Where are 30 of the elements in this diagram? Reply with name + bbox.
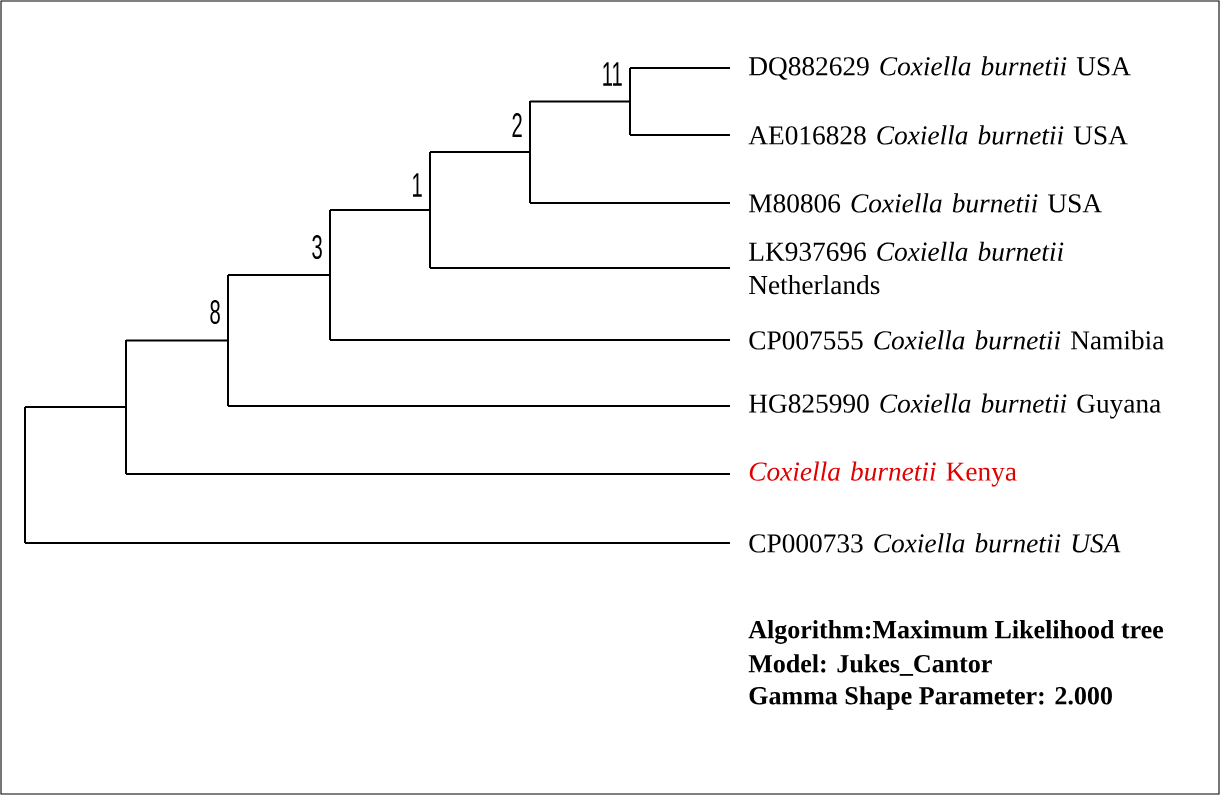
- leaf-label: DQ882629 Coxiella burnetii USA: [749, 56, 1131, 80]
- bootstrap-value: 11: [603, 62, 622, 86]
- bootstrap-value: 8: [210, 299, 220, 325]
- leaf-label: AE016828 Coxiella burnetii USA: [748, 125, 1128, 145]
- method-note: Algorithm:Maximum Likelihood tree: [748, 620, 1164, 644]
- branch-line: [329, 209, 431, 211]
- leaf-label: HG825990 Coxiella burnetii Guyana: [749, 393, 1161, 419]
- leaf-label: M80806 Coxiella burnetii USA: [749, 193, 1102, 213]
- branch-line: [429, 151, 531, 153]
- leaf-label: CP000733 Coxiella burnetii USA: [749, 533, 1121, 553]
- bootstrap-value: 1: [413, 173, 422, 197]
- branch-line: [429, 267, 731, 269]
- method-note: Model: Jukes_Cantor: [748, 654, 992, 676]
- branch-line: [125, 473, 731, 475]
- branch-line: [125, 339, 229, 342]
- branch-line: [227, 405, 731, 407]
- branch-line: [529, 202, 731, 204]
- branch-line: [227, 274, 331, 276]
- bootstrap-value: 2: [512, 113, 522, 137]
- branch-line: [529, 100, 631, 103]
- branch-line: [629, 67, 731, 69]
- branch-line: [629, 134, 731, 136]
- method-note: Gamma Shape Parameter: 2.000: [749, 686, 1112, 710]
- branch-line: [329, 339, 731, 341]
- branch-line: [24, 406, 127, 408]
- leaf-label: CP007555 Coxiella burnetii Namibia: [749, 330, 1164, 350]
- leaf-label: LK937696 Coxiella burnetii Netherlands: [749, 241, 1064, 295]
- leaf-label: Coxiella burnetii Kenya: [749, 461, 1017, 487]
- branch-line: [24, 542, 731, 544]
- bootstrap-value: 3: [312, 234, 322, 260]
